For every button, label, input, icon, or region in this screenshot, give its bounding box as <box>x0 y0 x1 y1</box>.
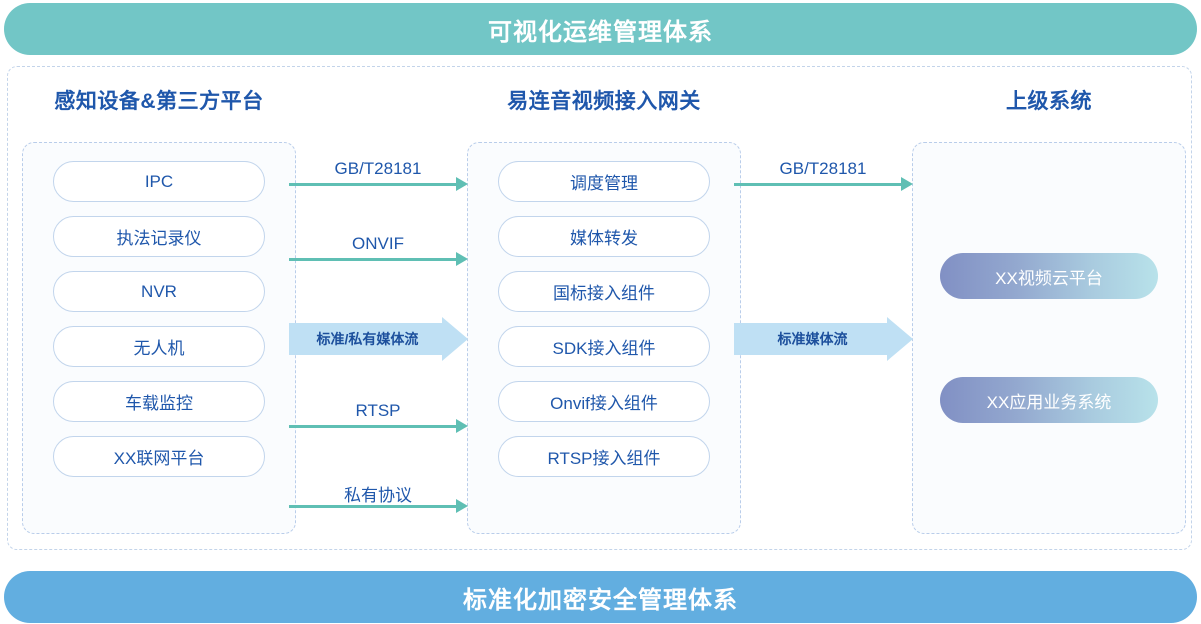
arrow-label: GB/T28181 <box>779 159 867 178</box>
list-item[interactable]: NVR <box>53 271 265 312</box>
diagram-frame: 感知设备&第三方平台 IPC 执法记录仪 NVR 无人机 车载监控 XX联网平台… <box>7 66 1192 550</box>
block-arrow-label: 标准/私有媒体流 <box>316 331 419 347</box>
arrow-label: ONVIF <box>352 234 404 253</box>
arrow-line <box>289 183 456 186</box>
arrow-label: GB/T28181 <box>334 159 422 178</box>
arrow-line <box>289 425 456 428</box>
list-item[interactable]: XX视频云平台 <box>940 253 1158 299</box>
list-item[interactable]: IPC <box>53 161 265 202</box>
list-item[interactable]: SDK接入组件 <box>498 326 710 367</box>
list-item[interactable]: 调度管理 <box>498 161 710 202</box>
block-arrow-label: 标准媒体流 <box>777 331 848 347</box>
list-item[interactable]: 国标接入组件 <box>498 271 710 312</box>
column-title-left: 感知设备&第三方平台 <box>54 90 264 113</box>
panel-upper-system: XX视频云平台 XX应用业务系统 <box>912 142 1186 534</box>
column-title-middle: 易连音视频接入网关 <box>507 90 701 113</box>
list-item[interactable]: XX联网平台 <box>53 436 265 477</box>
arrow-line <box>289 258 456 261</box>
list-item[interactable]: 车载监控 <box>53 381 265 422</box>
arrow-label: 私有协议 <box>344 486 412 505</box>
arrow-head-icon <box>456 419 468 433</box>
arrow-line <box>734 183 901 186</box>
arrow-line <box>289 505 456 508</box>
panel-access-gateway: 调度管理 媒体转发 国标接入组件 SDK接入组件 Onvif接入组件 RTSP接… <box>467 142 741 534</box>
block-arrow-middle-to-right: 标准媒体流 <box>734 317 913 361</box>
block-arrow-left-to-middle: 标准/私有媒体流 <box>289 317 468 361</box>
list-item[interactable]: RTSP接入组件 <box>498 436 710 477</box>
arrow-head-icon <box>901 177 913 191</box>
arrow-head-icon <box>456 177 468 191</box>
list-item[interactable]: 媒体转发 <box>498 216 710 257</box>
top-banner: 可视化运维管理体系 <box>4 3 1197 55</box>
arrow-head-icon <box>456 499 468 513</box>
panel-perception-devices: IPC 执法记录仪 NVR 无人机 车载监控 XX联网平台 <box>22 142 296 534</box>
list-item[interactable]: Onvif接入组件 <box>498 381 710 422</box>
arrow-head-icon <box>456 252 468 266</box>
bottom-banner: 标准化加密安全管理体系 <box>4 571 1197 623</box>
list-item[interactable]: XX应用业务系统 <box>940 377 1158 423</box>
arrow-label: RTSP <box>355 401 401 420</box>
list-item[interactable]: 无人机 <box>53 326 265 367</box>
top-banner-label: 可视化运维管理体系 <box>488 18 713 46</box>
column-title-right: 上级系统 <box>1006 90 1092 113</box>
bottom-banner-label: 标准化加密安全管理体系 <box>463 586 738 614</box>
list-item[interactable]: 执法记录仪 <box>53 216 265 257</box>
